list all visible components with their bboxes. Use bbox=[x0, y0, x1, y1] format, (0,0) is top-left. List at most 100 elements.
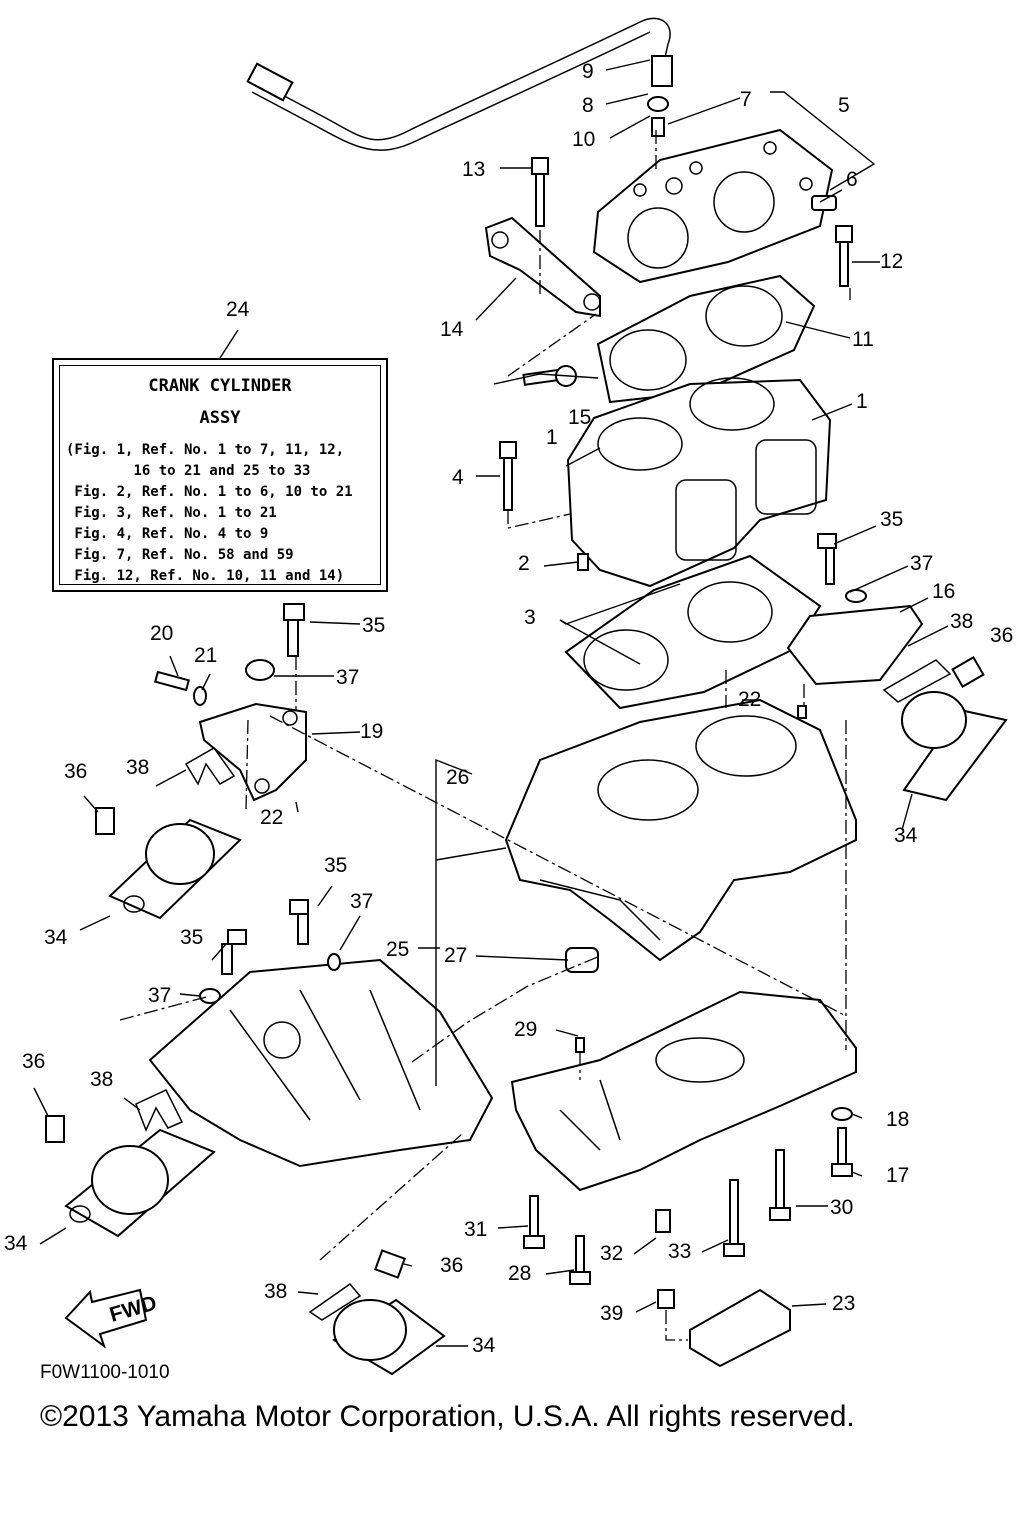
callout-c34b: 34 bbox=[44, 926, 68, 949]
callout-c36b: 36 bbox=[64, 760, 87, 783]
washer-37-mid bbox=[327, 953, 341, 971]
cylinder-block bbox=[566, 377, 832, 588]
right-mount-bracket bbox=[786, 604, 924, 686]
washer-18 bbox=[831, 1107, 853, 1121]
bolt-35-low bbox=[221, 929, 247, 975]
callout-c31: 31 bbox=[464, 1218, 487, 1241]
crankcase-lower bbox=[510, 990, 857, 1192]
bolt-36-d bbox=[374, 1249, 406, 1279]
callout-c20: 20 bbox=[150, 622, 173, 645]
callout-c35c: 35 bbox=[324, 854, 347, 877]
bolt-12 bbox=[835, 225, 853, 287]
bolt-13 bbox=[531, 157, 549, 227]
bolt-32 bbox=[655, 1209, 671, 1233]
callout-c21: 21 bbox=[194, 644, 217, 667]
kit-info-inner-frame: CRANK CYLINDER ASSY (Fig. 1, Ref. No. 1 … bbox=[59, 365, 381, 585]
cylinder-head bbox=[592, 128, 834, 284]
callout-c27: 27 bbox=[444, 944, 467, 967]
callout-c22a: 22 bbox=[738, 688, 761, 711]
leader-lines bbox=[33, 59, 949, 1347]
callout-c22b: 22 bbox=[260, 806, 283, 829]
callout-c1a: 1 bbox=[856, 390, 868, 413]
engine-hanger-bracket bbox=[484, 216, 601, 318]
bolt-20 bbox=[154, 670, 190, 692]
callout-c9: 9 bbox=[582, 60, 594, 83]
bolt-35-mid bbox=[289, 899, 309, 945]
cylinder-base-gasket bbox=[564, 554, 822, 710]
shim-38-c bbox=[882, 659, 952, 703]
callout-c30: 30 bbox=[830, 1196, 853, 1219]
kit-reference-line: Fig. 4, Ref. No. 4 to 9 bbox=[66, 526, 269, 542]
dowel-pin-22 bbox=[797, 705, 807, 719]
callout-c12: 12 bbox=[880, 250, 903, 273]
washer-21 bbox=[193, 686, 207, 706]
kit-reference-line: Fig. 3, Ref. No. 1 to 21 bbox=[66, 505, 277, 521]
callout-c38c: 38 bbox=[90, 1068, 113, 1091]
cover-plate bbox=[689, 1288, 791, 1368]
callout-c37b: 37 bbox=[336, 666, 359, 689]
shim-38-a bbox=[184, 747, 236, 786]
callout-c34d: 34 bbox=[472, 1334, 496, 1357]
figure-code: F0W1100-1010 bbox=[40, 1362, 170, 1383]
crankcase-upper bbox=[504, 698, 857, 962]
callout-c29: 29 bbox=[514, 1018, 537, 1041]
callout-c13: 13 bbox=[462, 158, 485, 181]
callout-c6: 6 bbox=[846, 168, 858, 191]
fwd-arrow-icon bbox=[64, 1288, 148, 1349]
callout-c23: 23 bbox=[832, 1292, 855, 1315]
callout-c35a: 35 bbox=[880, 508, 903, 531]
callout-c19: 19 bbox=[360, 720, 383, 743]
bolt-28 bbox=[569, 1235, 591, 1285]
nipple-fitting bbox=[651, 117, 665, 137]
callout-c4: 4 bbox=[452, 466, 464, 489]
callout-c10: 10 bbox=[572, 128, 595, 151]
callout-c2: 2 bbox=[518, 552, 530, 575]
callout-c17: 17 bbox=[886, 1164, 909, 1187]
callout-c36d: 36 bbox=[440, 1254, 463, 1277]
kit-reference-line: Fig. 12, Ref. No. 10, 11 and 14) bbox=[66, 568, 345, 584]
callout-c34a: 34 bbox=[894, 824, 918, 847]
hose-clamp bbox=[647, 96, 669, 112]
callout-c38a: 38 bbox=[950, 610, 973, 633]
bolt-39 bbox=[657, 1289, 675, 1309]
callout-c14: 14 bbox=[440, 318, 464, 341]
callout-c24: 24 bbox=[226, 298, 250, 321]
kit-title-line-1: CRANK CYLINDER bbox=[148, 376, 292, 396]
engine-mount-right-front bbox=[901, 691, 1008, 802]
callout-c11: 11 bbox=[852, 328, 874, 351]
kit-title-line-2: ASSY bbox=[199, 408, 241, 428]
callout-c1b: 1 bbox=[546, 426, 558, 449]
callout-c39: 39 bbox=[600, 1302, 623, 1325]
callout-c35b: 35 bbox=[362, 614, 385, 637]
callout-c33: 33 bbox=[668, 1240, 691, 1263]
kit-info-box: CRANK CYLINDER ASSY (Fig. 1, Ref. No. 1 … bbox=[52, 358, 388, 592]
bolt-4 bbox=[499, 441, 517, 511]
callout-c18: 18 bbox=[886, 1108, 909, 1131]
engine-mount-rear-left bbox=[64, 1128, 216, 1238]
callout-c15: 15 bbox=[568, 406, 591, 429]
head-plug bbox=[811, 195, 837, 211]
callout-c25: 25 bbox=[386, 938, 409, 961]
copyright-notice: ©2013 Yamaha Motor Corporation, U.S.A. A… bbox=[40, 1400, 855, 1433]
callout-c38d: 38 bbox=[264, 1280, 287, 1303]
bolt-30 bbox=[769, 1149, 791, 1221]
kit-reference-line: 16 to 21 and 25 to 33 bbox=[66, 463, 311, 479]
bolt-35-right bbox=[817, 533, 837, 585]
callout-c3: 3 bbox=[524, 606, 536, 629]
callout-c7: 7 bbox=[740, 88, 752, 111]
engine-mount-bracket bbox=[198, 702, 307, 802]
callout-c37d: 37 bbox=[148, 984, 171, 1007]
kit-reference-list: (Fig. 1, Ref. No. 1 to 7, 11, 12, 16 to … bbox=[60, 440, 380, 587]
exhaust-chamber bbox=[148, 958, 494, 1168]
bolt-17 bbox=[831, 1127, 853, 1177]
dowel-pin-2 bbox=[577, 553, 589, 571]
callout-c36c: 36 bbox=[22, 1050, 45, 1073]
bolt-33 bbox=[723, 1179, 745, 1257]
callout-c8: 8 bbox=[582, 94, 594, 117]
callout-c34c: 34 bbox=[4, 1232, 28, 1255]
shim-38-b bbox=[135, 1089, 184, 1132]
callout-c26: 26 bbox=[446, 766, 469, 789]
